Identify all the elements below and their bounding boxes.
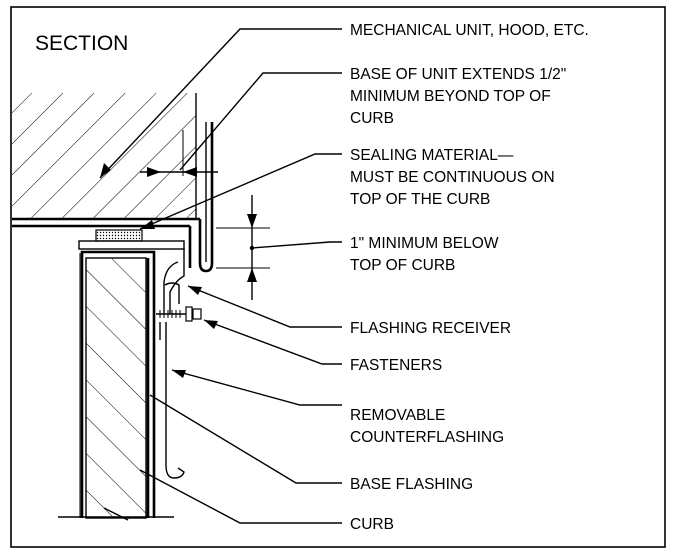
label-min-below-line2: TOP OF CURB: [350, 257, 455, 274]
label-removable-line1: REMOVABLE: [350, 407, 445, 424]
label-base-extends-line2: MINIMUM BEYOND TOP OF: [350, 88, 551, 105]
label-mechanical-unit: MECHANICAL UNIT, HOOD, ETC.: [350, 22, 589, 39]
label-min-below-line1: 1" MINIMUM BELOW: [350, 235, 499, 252]
removable-counterflashing: [159, 322, 185, 479]
unit-base-flange: [12, 122, 214, 273]
curb-top-cap: [78, 240, 185, 250]
label-curb: CURB: [350, 516, 394, 533]
label-base-flashing: BASE FLASHING: [350, 476, 473, 493]
section-break: [58, 507, 174, 521]
label-sealing-line1: SEALING MATERIAL—: [350, 147, 514, 164]
label-base-extends-line3: CURB: [350, 110, 394, 127]
label-fasteners: FASTENERS: [350, 357, 442, 374]
dimension-half-inch: [140, 130, 218, 177]
labels: MECHANICAL UNIT, HOOD, ETC. BASE OF UNIT…: [350, 22, 589, 533]
flashing-receiver: [163, 248, 185, 314]
drawing-frame: [10, 6, 666, 548]
label-flashing-receiver: FLASHING RECEIVER: [350, 320, 511, 337]
sealing-material: [95, 229, 143, 242]
label-sealing-line2: MUST BE CONTINUOUS ON: [350, 169, 555, 186]
label-base-extends-line1: BASE OF UNIT EXTENDS 1/2": [350, 66, 566, 83]
label-removable-line2: COUNTERFLASHING: [350, 429, 504, 446]
section-title: SECTION: [35, 32, 128, 55]
fasteners: [156, 306, 202, 322]
mechanical-unit: [12, 93, 197, 219]
label-sealing-line3: TOP OF THE CURB: [350, 191, 490, 208]
leader-lines: [99, 28, 342, 524]
curb: [79, 253, 147, 519]
